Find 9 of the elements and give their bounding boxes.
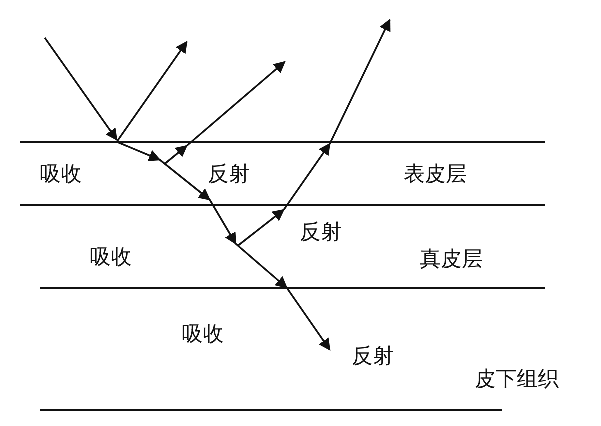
- process-label: 反射: [352, 346, 394, 367]
- layer-label: 皮下组织: [475, 369, 559, 390]
- process-label: 反射: [208, 164, 250, 185]
- layer-label: 表皮层: [404, 164, 467, 185]
- process-label: 吸收: [40, 164, 82, 185]
- process-label: 反射: [300, 222, 342, 243]
- layer-label: 真皮层: [420, 249, 483, 270]
- process-label: 吸收: [182, 324, 224, 345]
- process-label: 吸收: [90, 247, 132, 268]
